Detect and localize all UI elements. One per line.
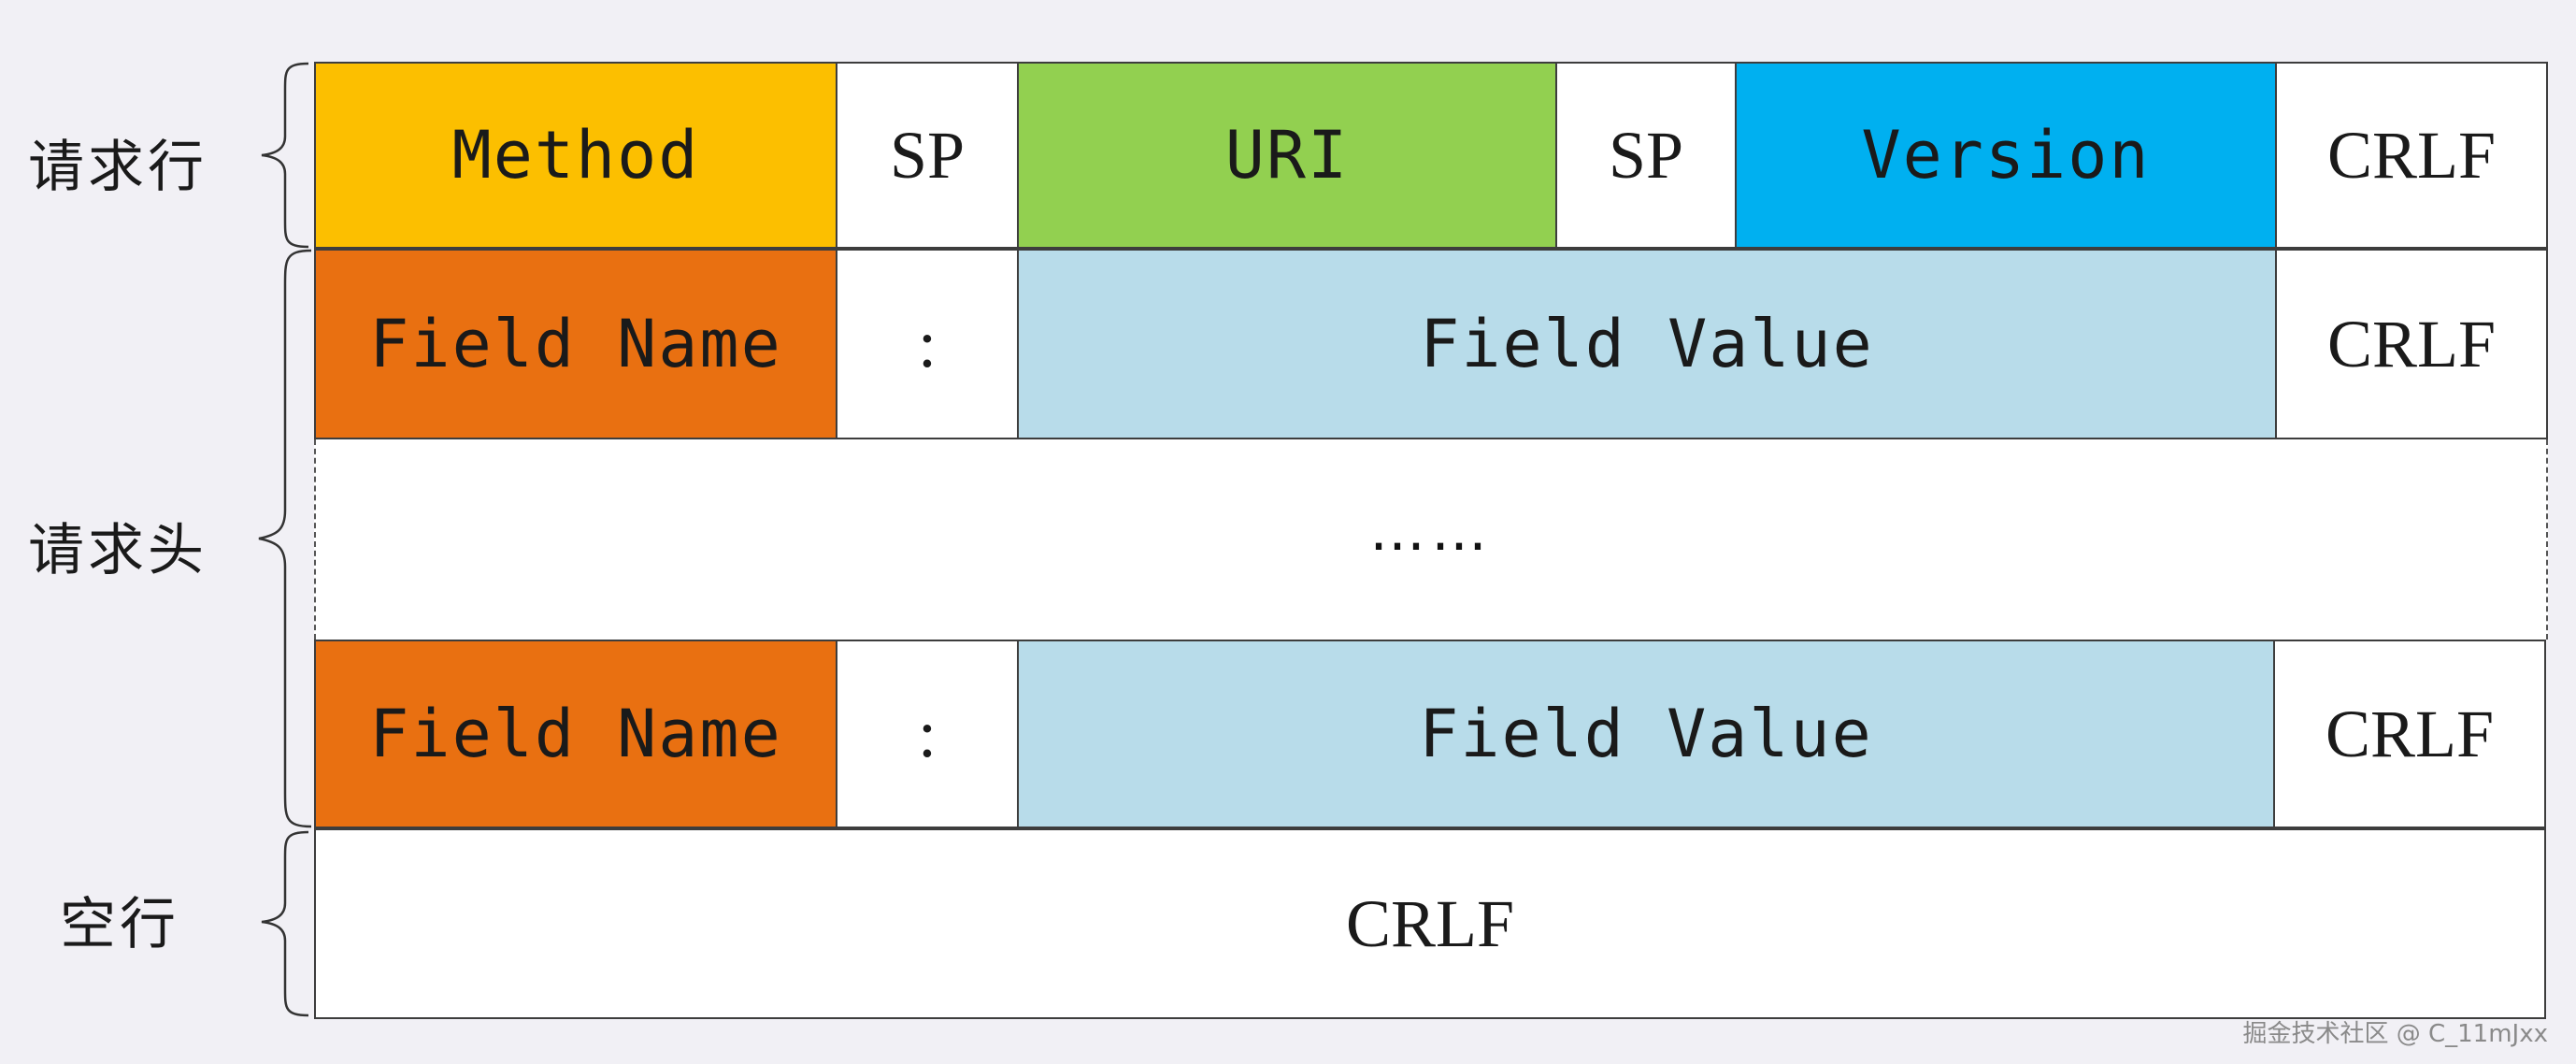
colon-cell-2: :	[836, 640, 1019, 828]
request-line-brace	[261, 62, 309, 249]
watermark: 掘金技术社区 @ C_11mJxx	[2242, 1020, 2548, 1048]
request-header-label: 请求头	[28, 518, 208, 583]
sp-cell-2: SP	[1555, 62, 1737, 249]
version-cell: Version	[1735, 62, 2277, 249]
crlf-cell-header-2: CRLF	[2273, 640, 2546, 828]
ellipsis-text: ……	[1369, 498, 1493, 564]
blank-line-brace	[261, 830, 309, 1017]
sp-cell-1: SP	[836, 62, 1019, 249]
method-cell: Method	[314, 62, 837, 249]
field-name-cell-2: Field Name	[314, 640, 837, 828]
field-value-cell-2: Field Value	[1017, 640, 2275, 828]
request-line-label: 请求行	[28, 135, 208, 200]
blank-line-label: 空行	[60, 892, 179, 957]
crlf-cell-header-1: CRLF	[2275, 249, 2548, 439]
field-value-cell-1: Field Value	[1017, 249, 2277, 439]
crlf-cell-blank-line: CRLF	[314, 828, 2546, 1019]
uri-cell: URI	[1017, 62, 1557, 249]
crlf-cell-request-line: CRLF	[2275, 62, 2548, 249]
field-name-cell-1: Field Name	[314, 249, 837, 439]
request-header-brace	[258, 249, 312, 828]
colon-cell-1: :	[836, 249, 1019, 439]
ellipsis-row: ……	[314, 439, 2548, 640]
